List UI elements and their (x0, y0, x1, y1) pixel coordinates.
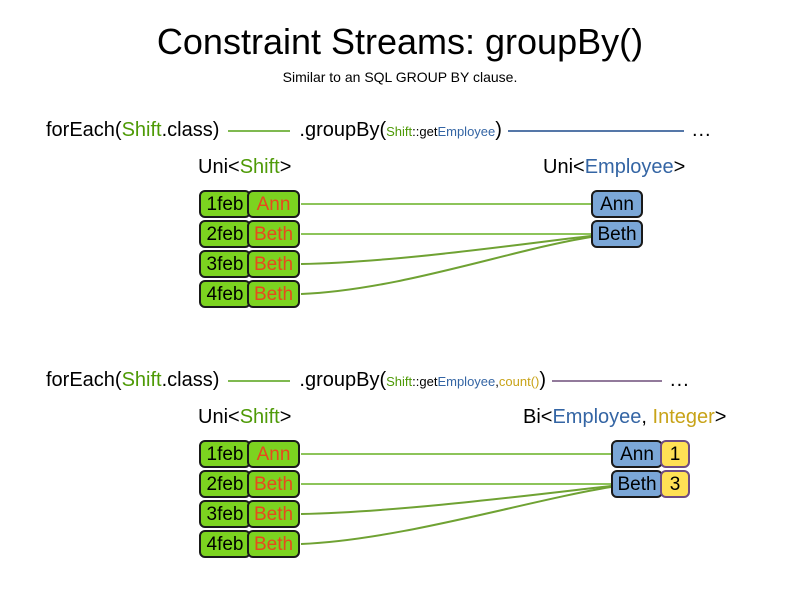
left-caption-prefix: Uni< (198, 406, 240, 428)
shift-date: 2feb (199, 470, 251, 498)
left-caption-suffix: > (279, 156, 292, 178)
link-3feb-beth (300, 235, 592, 265)
group-by-suffix: ) (539, 369, 547, 391)
employee-shift-count: 3 (660, 470, 690, 498)
page-subtitle: Similar to an SQL GROUP BY clause. (282, 69, 518, 85)
employee-count-row[interactable]: Beth 3 (611, 470, 690, 498)
shift-employee-name: Beth (247, 220, 300, 248)
employee-name: Beth (611, 470, 663, 498)
shift-row[interactable]: 2feb Beth (199, 220, 300, 248)
shift-row[interactable]: 3feb Beth (199, 500, 300, 528)
shift-row[interactable]: 2feb Beth (199, 470, 300, 498)
employee-row[interactable]: Ann (591, 190, 643, 218)
mapper-property: Employee (437, 373, 496, 389)
for-each-type: Shift (121, 369, 162, 391)
link-4feb-beth (300, 236, 592, 295)
right-caption-type: Employee (552, 406, 642, 428)
shift-date: 1feb (199, 440, 251, 468)
employee-name: Ann (611, 440, 663, 468)
left-type-caption-uni-shift-2: Uni<Shift> (198, 405, 291, 429)
employee-name: Ann (591, 190, 643, 218)
mapper-separator: ::get (412, 373, 438, 389)
left-caption-type: Shift (239, 156, 280, 178)
code-line-groupby-count: forEach(Shift.class) .groupBy(Shift::get… (46, 367, 690, 393)
shift-date: 4feb (199, 530, 251, 558)
left-caption-prefix: Uni< (198, 156, 240, 178)
link-4feb-beth (300, 486, 612, 545)
right-caption-mid: , (641, 406, 653, 428)
right-caption-type2: Integer (652, 406, 715, 428)
connector-line-groupby-next (507, 130, 684, 132)
left-type-caption-uni-shift: Uni<Shift> (198, 155, 291, 179)
mapper-class: Shift (386, 373, 413, 389)
connector-line-groupby-next (552, 380, 663, 382)
shift-row[interactable]: 4feb Beth (199, 530, 300, 558)
link-3feb-beth (300, 485, 612, 515)
shift-date: 2feb (199, 220, 251, 248)
shift-employee-name: Beth (247, 280, 300, 308)
for-each-suffix: .class) (161, 369, 220, 391)
connector-line-foreach-groupby (228, 380, 291, 382)
mapper-property: Employee (437, 123, 496, 139)
right-type-caption-uni-employee: Uni<Employee> (543, 155, 685, 179)
code-line-groupby: forEach(Shift.class) .groupBy(Shift::get… (46, 117, 712, 143)
mapper-class: Shift (386, 123, 413, 139)
shift-employee-name: Beth (247, 500, 300, 528)
shift-row[interactable]: 1feb Ann (199, 190, 300, 218)
shift-row[interactable]: 3feb Beth (199, 250, 300, 278)
mapper-separator: ::get (412, 123, 438, 139)
group-by-suffix: ) (495, 119, 502, 141)
employee-count-row[interactable]: Ann 1 (611, 440, 690, 468)
for-each-prefix: forEach( (46, 119, 122, 141)
shift-employee-name: Ann (247, 190, 300, 218)
employee-name: Beth (591, 220, 643, 248)
shift-date: 4feb (199, 280, 251, 308)
shift-employee-name: Beth (247, 530, 300, 558)
right-caption-suffix: > (714, 406, 727, 428)
group-by-prefix: .groupBy( (299, 119, 387, 141)
group-by-prefix: .groupBy( (299, 369, 387, 391)
shift-date: 1feb (199, 190, 251, 218)
shift-employee-name: Beth (247, 250, 300, 278)
shift-date: 3feb (199, 250, 251, 278)
trailing-ellipsis: ... (670, 369, 690, 391)
left-caption-suffix: > (279, 406, 292, 428)
mapper-comma: , (495, 373, 499, 389)
right-caption-suffix: > (673, 156, 686, 178)
trailing-ellipsis: ... (691, 119, 712, 141)
shift-date: 3feb (199, 500, 251, 528)
page-title: Constraint Streams: groupBy() (156, 21, 644, 62)
employee-row[interactable]: Beth (591, 220, 643, 248)
right-caption-prefix: Bi< (523, 406, 553, 428)
shift-employee-name: Ann (247, 440, 300, 468)
right-caption-prefix: Uni< (543, 156, 585, 178)
shift-row[interactable]: 4feb Beth (199, 280, 300, 308)
for-each-prefix: forEach( (46, 369, 122, 391)
right-type-caption-bi-employee-integer: Bi<Employee, Integer> (523, 405, 726, 429)
shift-row[interactable]: 1feb Ann (199, 440, 300, 468)
collector-count: count() (498, 373, 540, 389)
for-each-suffix: .class) (161, 119, 220, 141)
shift-employee-name: Beth (247, 470, 300, 498)
for-each-type: Shift (121, 119, 162, 141)
right-caption-type: Employee (584, 156, 674, 178)
employee-shift-count: 1 (660, 440, 690, 468)
connector-line-foreach-groupby (228, 130, 291, 132)
left-caption-type: Shift (239, 406, 280, 428)
